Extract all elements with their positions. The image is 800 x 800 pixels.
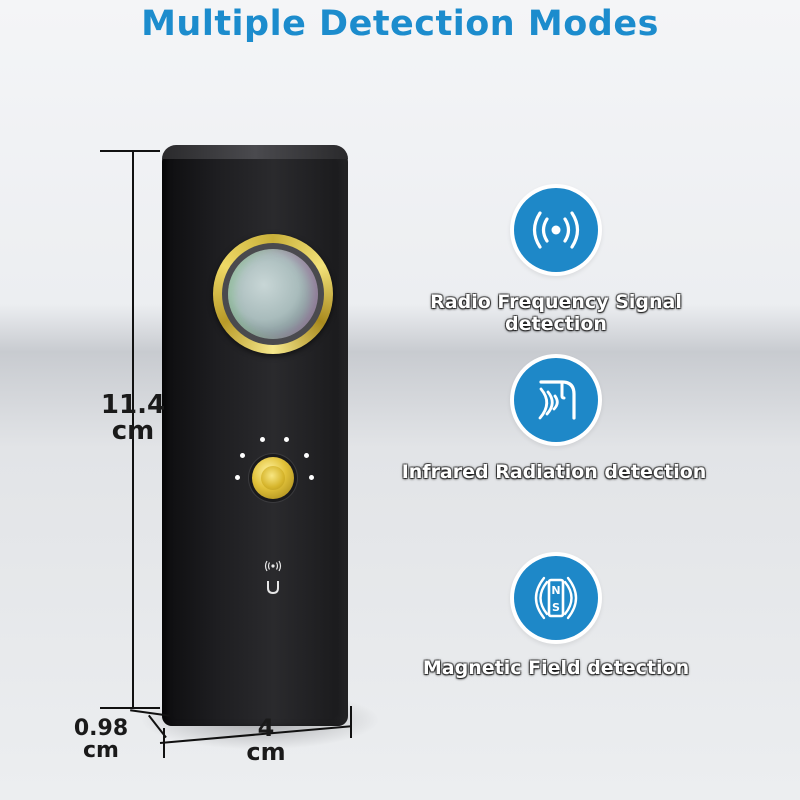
width-dimension-cap-left [163, 728, 165, 758]
height-label: 11.4 cm [88, 392, 178, 444]
led-dot [240, 453, 245, 458]
feature-ir-badge [510, 354, 602, 446]
depth-value: 0.98 [73, 716, 129, 741]
page-title: Multiple Detection Modes [141, 4, 659, 44]
height-dimension-cap-bottom [100, 707, 160, 709]
led-dot [309, 475, 314, 480]
led-dot [284, 437, 289, 442]
camera-lens-housing [222, 243, 324, 345]
mode-indicator-magnet-icon [263, 580, 283, 596]
depth-unit: cm [83, 738, 119, 763]
height-unit: cm [111, 416, 155, 446]
feature-magnetic-label: Magnetic Field detection [422, 657, 690, 679]
width-value: 4 [257, 714, 275, 742]
width-dimension-cap-right [350, 706, 352, 738]
mode-indicator-signal-icon [263, 560, 283, 574]
led-dot [260, 437, 265, 442]
width-unit: cm [246, 738, 286, 766]
device-top-edge [162, 145, 348, 159]
svg-text:S: S [552, 601, 560, 614]
camera-lens-ring [213, 234, 333, 354]
height-dimension-cap-top [100, 150, 160, 152]
power-button-cap [261, 466, 285, 490]
width-label: 4 cm [226, 716, 306, 764]
device-body [162, 148, 348, 726]
camera-lens-glass [228, 249, 318, 339]
power-button [252, 457, 294, 499]
feature-ir-label: Infrared Radiation detection [401, 461, 707, 483]
depth-label: 0.98 cm [58, 718, 144, 762]
svg-text:N: N [551, 584, 560, 597]
feature-rf-label: Radio Frequency Signal detection [430, 291, 682, 335]
height-dimension-line [132, 152, 134, 708]
led-dot [235, 475, 240, 480]
feature-rf-badge [510, 184, 602, 276]
led-dot [304, 453, 309, 458]
height-value: 11.4 [100, 390, 166, 420]
feature-magnetic-badge: N S [510, 552, 602, 644]
